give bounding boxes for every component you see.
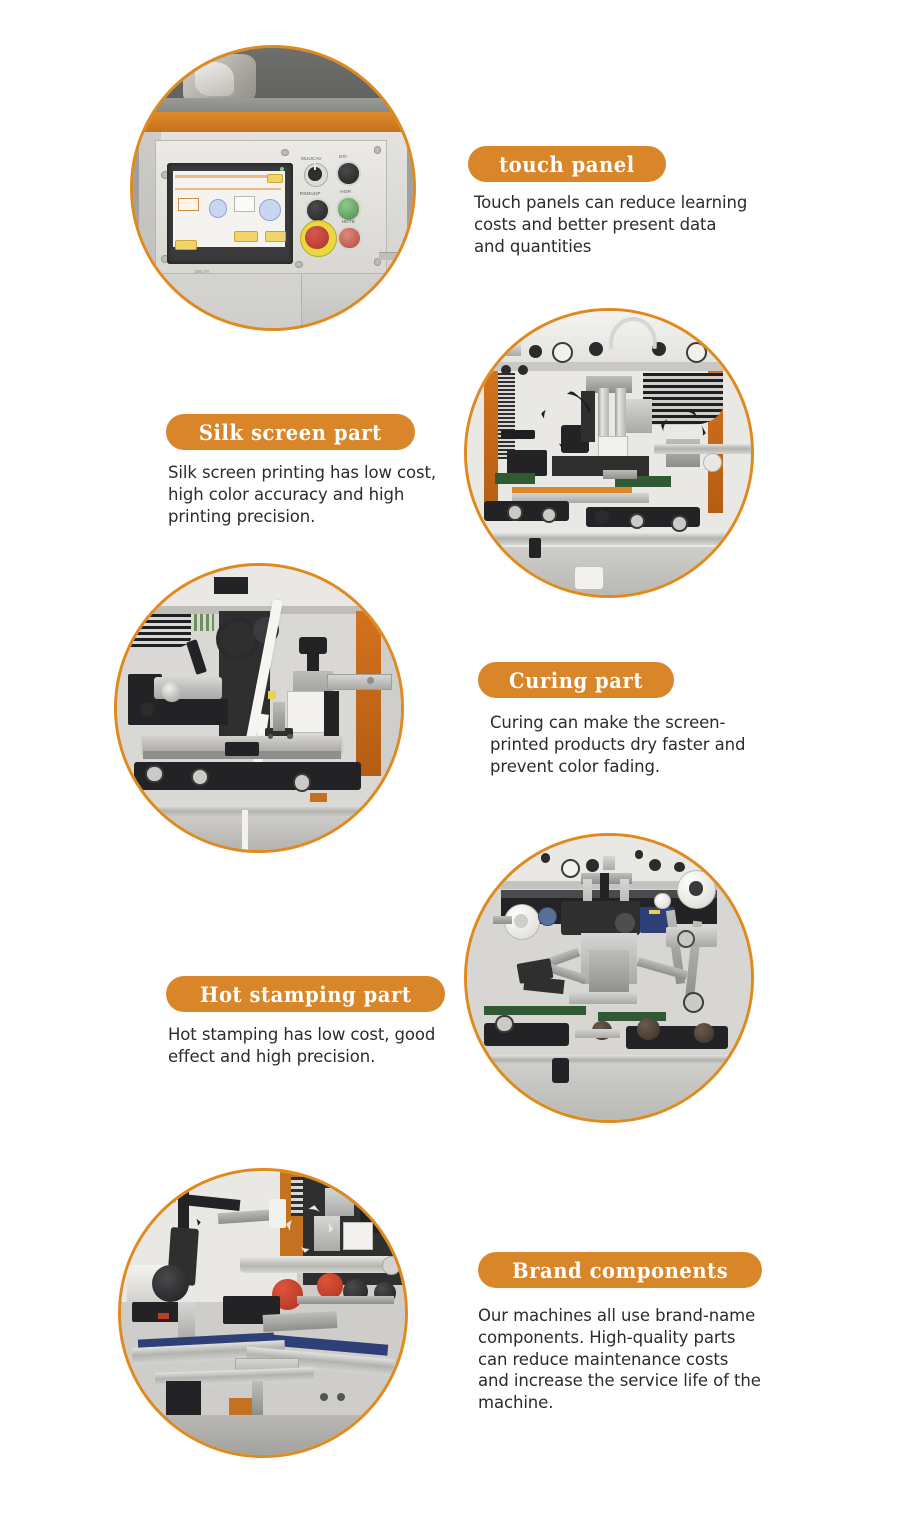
photo-hot-stamping [464, 833, 754, 1123]
photo-silk-screen [464, 308, 754, 598]
badge-label: Hot stamping part [199, 981, 412, 1007]
photo-curing [114, 563, 404, 853]
badge-label: Silk screen part [198, 419, 382, 445]
copy-curing: Curing can make the screen-printed produ… [490, 713, 746, 776]
badge-brand-components: Brand components [478, 1252, 763, 1288]
copy-silk-screen: Silk screen printing has low cost, high … [168, 463, 436, 526]
badge-hot-stamping: Hot stamping part [166, 976, 446, 1012]
badge-label: Curing part [509, 667, 643, 693]
badge-curing: Curing part [478, 662, 674, 698]
copy-hot-stamping: Hot stamping has low cost, good effect a… [168, 1025, 436, 1066]
badge-touch-panel: touch panel [468, 146, 666, 182]
photo-touch-panel: MUUCAV OO- RSMUUP HOR HOTE DELTA [130, 45, 416, 331]
badge-label: Brand components [512, 1257, 729, 1283]
badge-silk-screen: Silk screen part [166, 414, 415, 450]
copy-touch-panel: Touch panels can reduce learning costs a… [474, 193, 748, 256]
badge-label: touch panel [499, 151, 635, 177]
copy-brand-components: Our machines all use brand-name componen… [478, 1306, 761, 1413]
photo-brand-components [118, 1168, 408, 1458]
